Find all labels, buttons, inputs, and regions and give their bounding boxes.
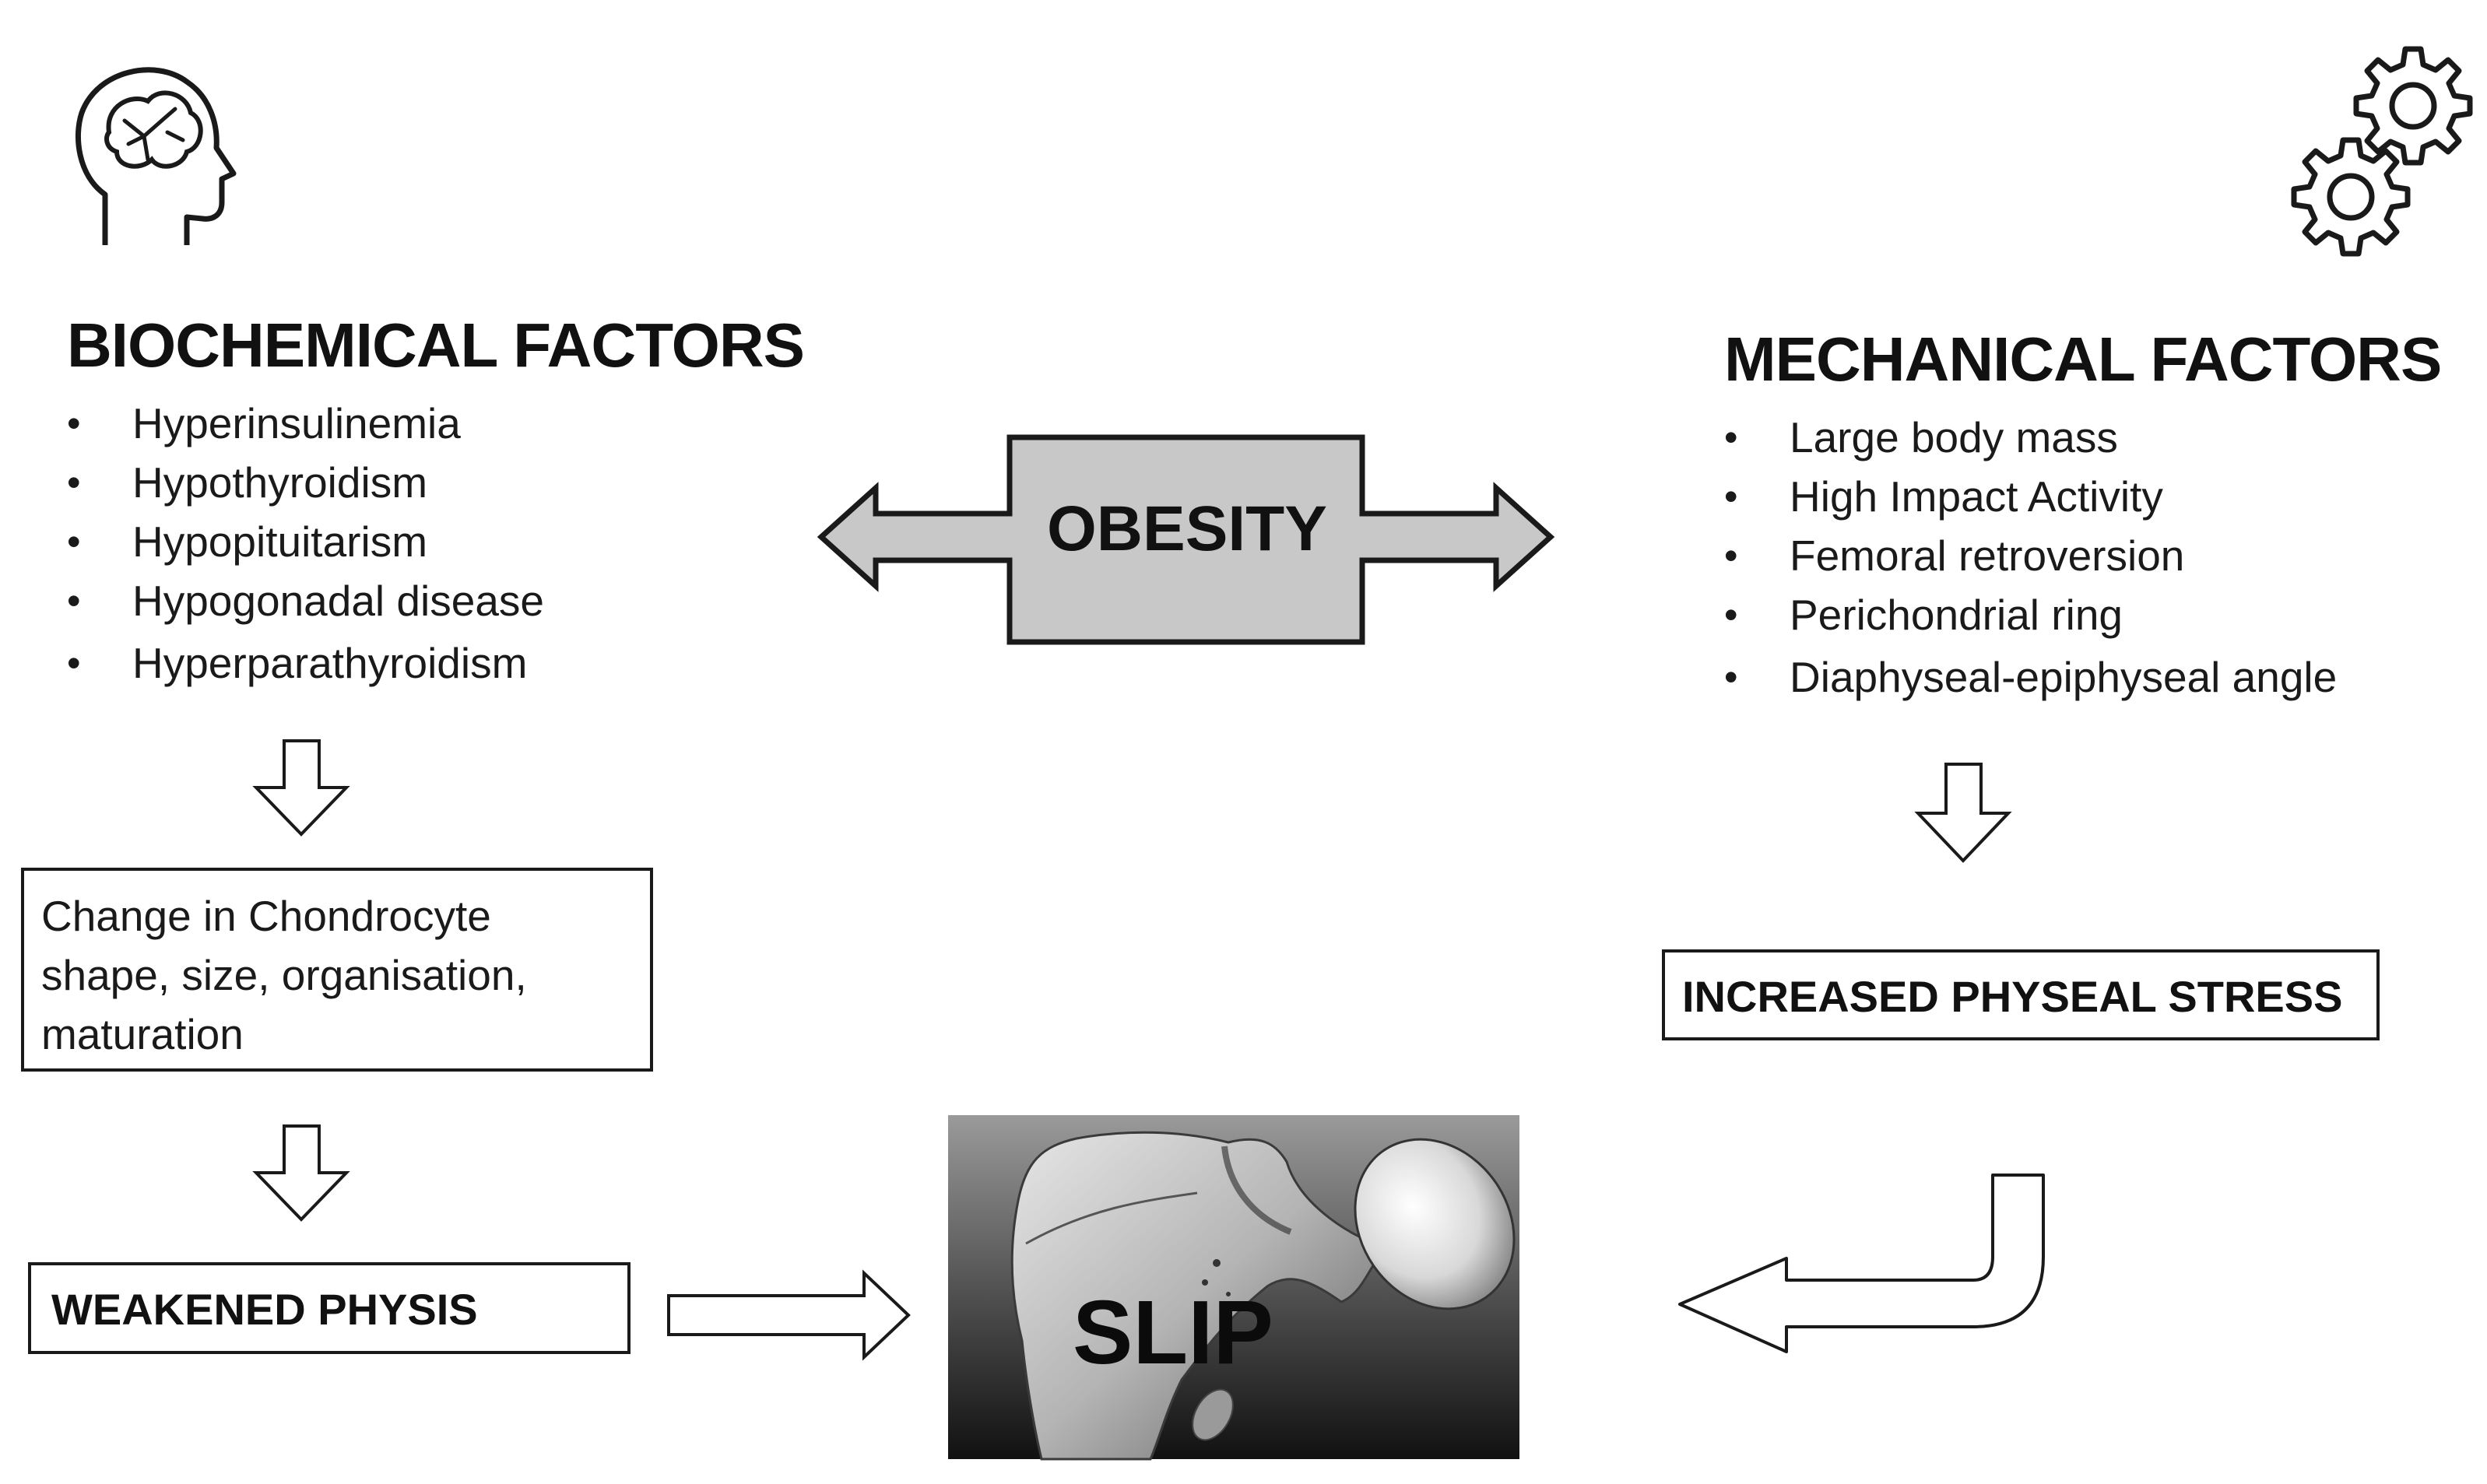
list-item: High Impact Activity — [1724, 467, 2337, 526]
list-item: Hyperinsulinemia — [67, 394, 544, 453]
mechanical-factors-list: Large body mass High Impact Activity Fem… — [1724, 408, 2337, 707]
list-item: Perichondrial ring — [1724, 585, 2337, 644]
box-line: maturation — [41, 1010, 244, 1058]
box-line: Change in Chondrocyte — [41, 892, 491, 940]
physeal-stress-box: INCREASED PHYSEAL STRESS — [1662, 949, 2380, 1040]
down-arrow-icon — [1914, 763, 2012, 863]
curved-arrow-icon — [1678, 1174, 2045, 1353]
biochemical-factors-list: Hyperinsulinemia Hypothyroidism Hypopitu… — [67, 394, 544, 693]
physeal-stress-label: INCREASED PHYSEAL STRESS — [1682, 972, 2343, 1021]
down-arrow-icon — [252, 1124, 350, 1222]
gears-icon — [2291, 46, 2473, 257]
list-item: Hypothyroidism — [67, 453, 544, 512]
right-arrow-icon — [667, 1269, 911, 1361]
biochemical-factors-heading: BIOCHEMICAL FACTORS — [67, 310, 805, 380]
weakened-physis-box: WEAKENED PHYSIS — [28, 1262, 631, 1354]
list-item: Large body mass — [1724, 408, 2337, 467]
box-line: shape, size, organisation, — [41, 951, 527, 999]
slip-label: SLIP — [1073, 1282, 1273, 1383]
mechanical-factors-heading: MECHANICAL FACTORS — [1724, 325, 2442, 394]
down-arrow-icon — [252, 739, 350, 837]
list-item: Femoral retroversion — [1724, 526, 2337, 585]
list-item: Diaphyseal-epiphyseal angle — [1724, 647, 2337, 707]
list-item: Hypogonadal disease — [67, 571, 544, 630]
list-item: Hypopituitarism — [67, 512, 544, 571]
weakened-physis-label: WEAKENED PHYSIS — [51, 1285, 478, 1334]
femur-bone-image — [948, 1115, 1519, 1461]
list-item: Hyperparathyroidism — [67, 633, 544, 693]
chondrocyte-change-box: Change in Chondrocyte shape, size, organ… — [21, 868, 653, 1072]
brain-head-icon — [76, 67, 237, 245]
obesity-label: OBESITY — [1047, 493, 1327, 564]
